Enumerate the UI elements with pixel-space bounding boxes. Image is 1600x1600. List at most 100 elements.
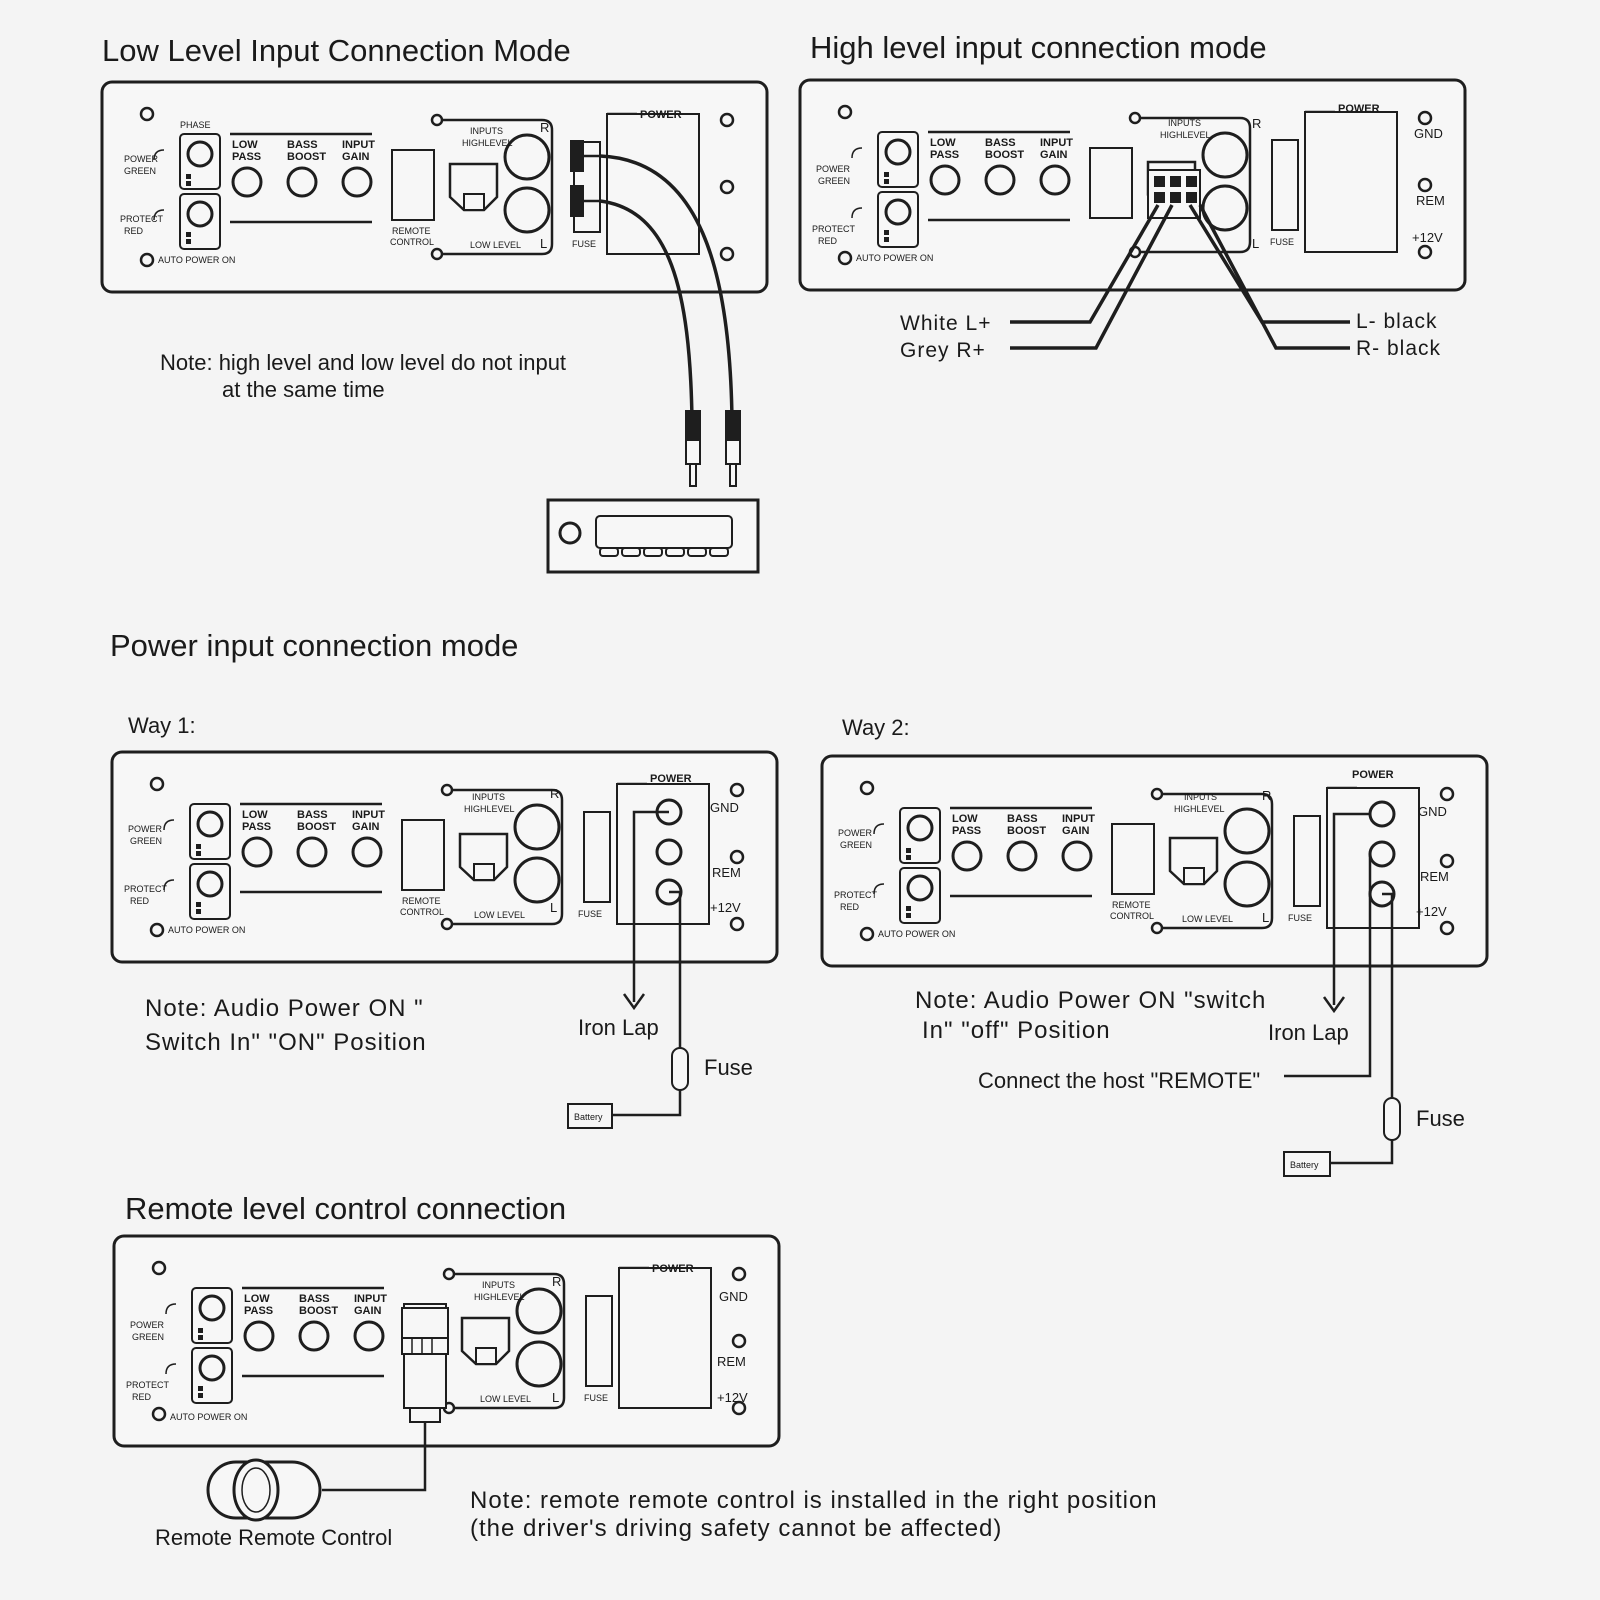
panel-bass-2: BOOST	[299, 1305, 338, 1317]
way2-gnd-wire	[1332, 812, 1370, 1005]
way2-connect-remote: Connect the host "REMOTE"	[978, 1068, 1260, 1093]
way2-fuse-label: Fuse	[1416, 1106, 1465, 1131]
panel-bass-1: BASS	[297, 809, 328, 821]
panel-low-1: LOW	[244, 1293, 270, 1305]
panel-fuse: FUSE	[1288, 913, 1312, 923]
panel-power-green-1: POWER	[816, 164, 851, 174]
way2-gnd-arrow	[1322, 996, 1346, 1014]
way2-battery: Battery	[1283, 1151, 1331, 1177]
svg-text:Battery: Battery	[574, 1112, 603, 1122]
label-grey: Grey R+	[900, 339, 986, 362]
panel-power: POWER	[1338, 103, 1380, 115]
title-power: Power input connection mode	[110, 628, 518, 663]
panel-gnd: GND	[719, 1289, 748, 1304]
panel-remote-1: REMOTE	[402, 896, 441, 906]
panel-l: L	[550, 900, 557, 915]
panel-power-green-2: GREEN	[124, 166, 156, 176]
panel-l: L	[1252, 236, 1259, 251]
panel-remote-2: CONTROL	[1110, 911, 1154, 921]
panel-low-2: PASS	[952, 825, 981, 837]
title-high-level: High level input connection mode	[810, 30, 1267, 65]
panel-protect-red-2: RED	[124, 226, 144, 236]
way2-iron-lap: Iron Lap	[1268, 1020, 1349, 1045]
head-unit	[546, 498, 760, 574]
way1-note-2: Switch In" "ON" Position	[145, 1029, 427, 1056]
low-level-note-2: at the same time	[222, 377, 385, 402]
panel-l: L	[1262, 910, 1269, 925]
panel-low-level: LOW LEVEL	[1182, 914, 1233, 924]
panel-remote-2: CONTROL	[400, 907, 444, 917]
panel-power: POWER	[1352, 769, 1394, 781]
panel-protect-red-1: PROTECT	[124, 884, 168, 894]
panel-auto-power-on: AUTO POWER ON	[168, 925, 245, 935]
wire-r-black	[1198, 204, 1350, 350]
panel-inputs-1: INPUTS	[470, 126, 503, 136]
panel-low-1: LOW	[232, 139, 258, 151]
panel-protect-red-1: PROTECT	[120, 214, 164, 224]
way1-note-1: Note: Audio Power ON "	[145, 995, 424, 1022]
remote-note-2: (the driver's driving safety cannot be a…	[470, 1515, 1002, 1542]
way2-note-2: In" "off" Position	[922, 1017, 1111, 1044]
panel-power-green-1: POWER	[128, 824, 163, 834]
way1-label: Way 1:	[128, 713, 196, 738]
panel-fuse: FUSE	[572, 239, 596, 249]
panel-inputs-2: HIGHLEVEL	[462, 138, 513, 148]
panel-gain-1: INPUT	[342, 139, 375, 151]
panel-12v: +12V	[710, 900, 741, 915]
panel-bass-2: BOOST	[287, 151, 326, 163]
panel-gain-2: GAIN	[1062, 825, 1090, 837]
way1-gnd-arrow	[622, 993, 646, 1011]
way1-fuse-label: Fuse	[704, 1055, 753, 1080]
way1-iron-lap: Iron Lap	[578, 1015, 659, 1040]
panel-phase-label: PHASE	[180, 120, 211, 130]
panel-l: L	[540, 236, 547, 251]
panel-power: POWER	[652, 1263, 694, 1275]
panel-inputs-1: INPUTS	[482, 1280, 515, 1290]
panel-12v: +12V	[1416, 904, 1447, 919]
way2-fuse	[1383, 1097, 1401, 1141]
panel-low-level: LOW LEVEL	[470, 240, 521, 250]
amp-panel-high-level: POWER GREEN PROTECT RED AUTO POWER ON LO…	[798, 78, 1467, 292]
remote-knob-device	[206, 1458, 322, 1522]
panel-gain-2: GAIN	[354, 1305, 382, 1317]
panel-protect-red-2: RED	[130, 896, 150, 906]
remote-cable	[322, 1422, 427, 1492]
panel-gain-2: GAIN	[342, 151, 370, 163]
panel-low-level: LOW LEVEL	[480, 1394, 531, 1404]
remote-plug	[401, 1307, 449, 1423]
panel-bass-1: BASS	[299, 1293, 330, 1305]
panel-protect-red-2: RED	[132, 1392, 152, 1402]
panel-power-green-2: GREEN	[840, 840, 872, 850]
panel-gain-1: INPUT	[352, 809, 385, 821]
way1-battery-wire	[612, 1090, 682, 1117]
panel-power-green-2: GREEN	[130, 836, 162, 846]
way1-fuse	[671, 1047, 689, 1091]
way1-battery: Battery	[567, 1103, 613, 1129]
amp-panel-way1: POWER GREEN PROTECT RED AUTO POWER ON LO…	[110, 750, 779, 964]
low-level-note-1: Note: high level and low level do not in…	[160, 350, 566, 375]
panel-fuse: FUSE	[578, 909, 602, 919]
way2-note-1: Note: Audio Power ON "switch	[915, 987, 1266, 1014]
panel-r: R	[1252, 116, 1261, 131]
panel-auto-power-on: AUTO POWER ON	[158, 255, 235, 265]
panel-power-green-2: GREEN	[818, 176, 850, 186]
panel-fuse: FUSE	[584, 1393, 608, 1403]
label-r-black: R- black	[1356, 337, 1441, 360]
title-low-level: Low Level Input Connection Mode	[102, 33, 571, 68]
panel-low-1: LOW	[930, 137, 956, 149]
panel-low-1: LOW	[242, 809, 268, 821]
panel-protect-red-1: PROTECT	[834, 890, 878, 900]
panel-power: POWER	[640, 109, 682, 121]
panel-power: POWER	[650, 773, 692, 785]
way1-12v-wire	[669, 890, 682, 1048]
panel-gain-1: INPUT	[1062, 813, 1095, 825]
panel-low-2: PASS	[232, 151, 261, 163]
panel-power-green-1: POWER	[838, 828, 873, 838]
panel-12v: +12V	[717, 1390, 748, 1405]
panel-bass-1: BASS	[1007, 813, 1038, 825]
panel-bass-1: BASS	[287, 139, 318, 151]
panel-gain-2: GAIN	[352, 821, 380, 833]
panel-r: R	[540, 120, 549, 135]
panel-inputs-1: INPUTS	[1184, 792, 1217, 802]
